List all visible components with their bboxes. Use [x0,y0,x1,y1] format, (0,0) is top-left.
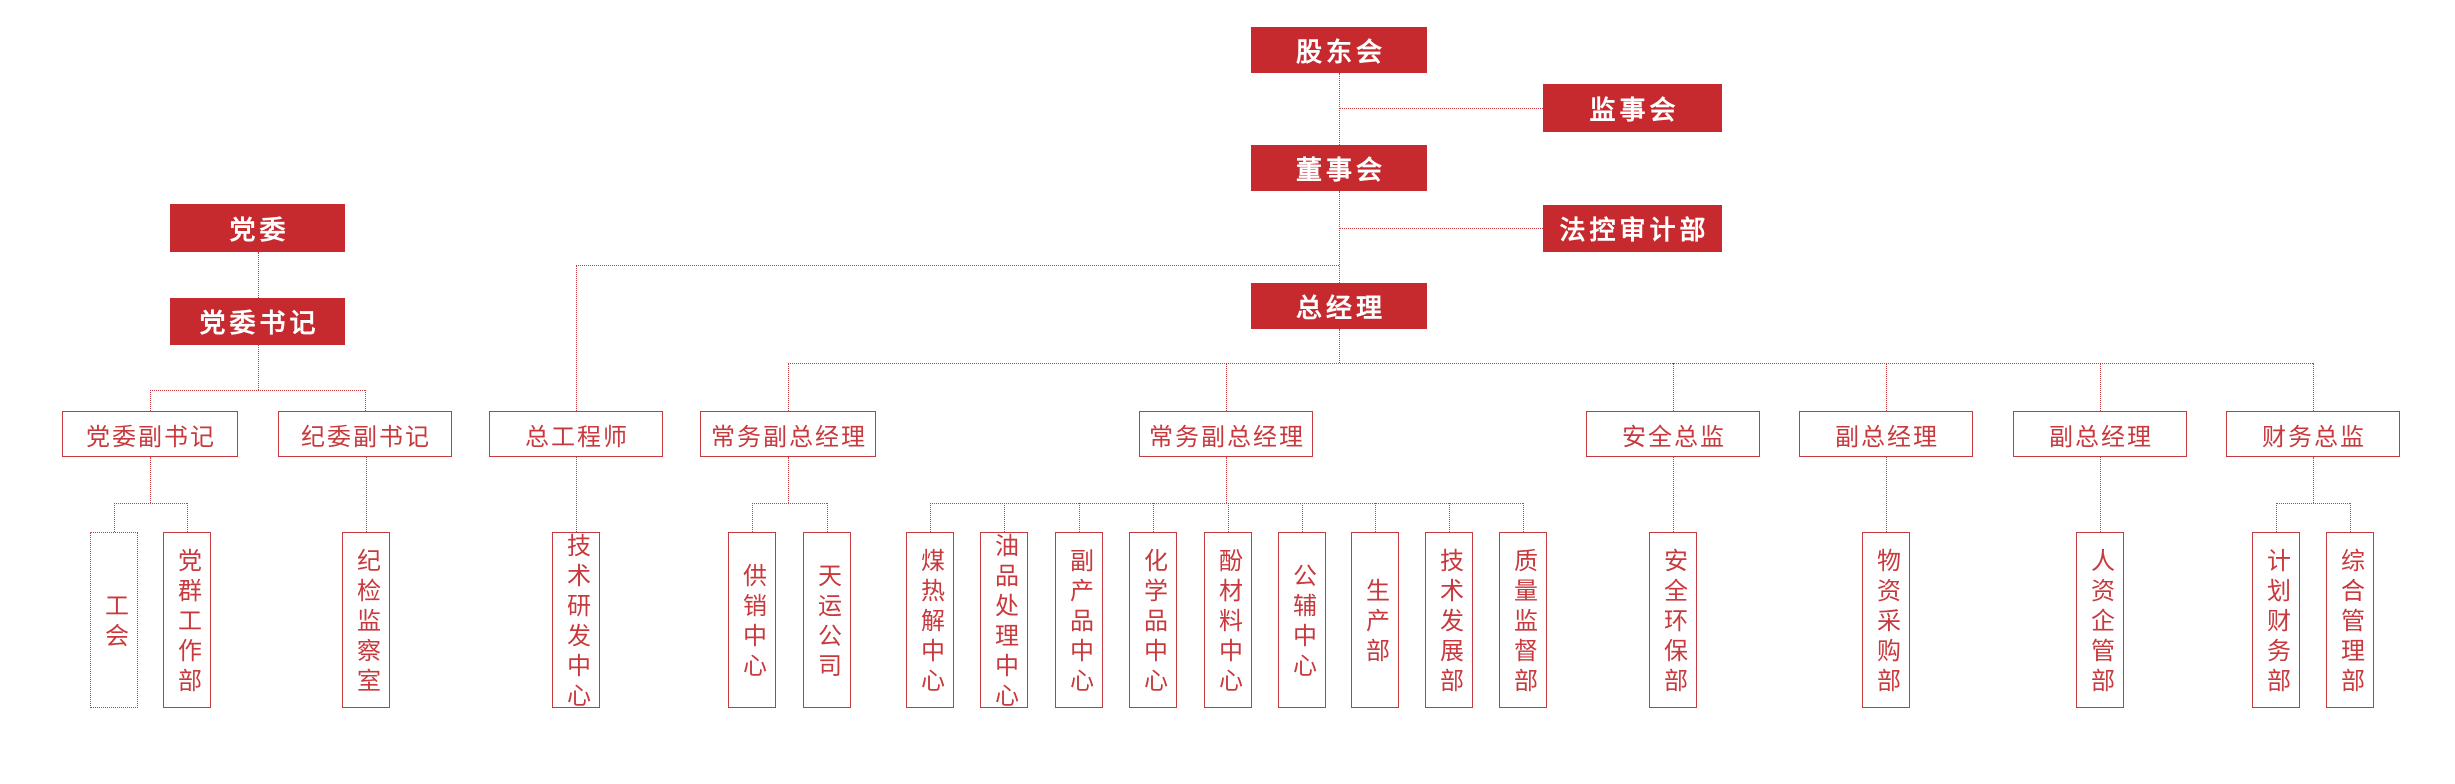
node-safety-director: 安全总监 [1586,411,1760,457]
connector-line [1886,363,1887,411]
node-deputy-gm-1: 副总经理 [1799,411,1973,457]
connector-line [2100,457,2101,532]
connector-line [114,503,115,532]
node-deputy-discipline-secretary: 纪委副书记 [278,411,452,457]
connector-line [1339,191,1340,283]
connector-line [2100,363,2101,411]
node-tech-rd-center: 技术研发中心 [552,532,600,713]
connector-line [576,265,577,411]
connector-line [930,503,1523,504]
connector-line [788,363,2313,364]
node-production-dept: 生产部 [1351,532,1399,708]
node-supply-sales-center: 供销中心 [728,532,776,708]
connector-line [827,503,828,532]
node-general-manager: 总经理 [1251,283,1427,329]
connector-line [930,503,931,532]
node-byproduct-center: 副产品中心 [1055,532,1103,708]
node-planning-finance-dept: 计划财务部 [2252,532,2300,708]
connector-line [1302,503,1303,532]
node-deputy-gm-2: 副总经理 [2013,411,2187,457]
connector-line [1339,228,1543,229]
connector-line [1004,503,1005,532]
connector-line [1153,503,1154,532]
connector-line [258,252,259,298]
node-legal-audit-dept: 法控审计部 [1543,205,1722,252]
connector-line [752,503,827,504]
connector-line [365,390,366,411]
node-phenol-materials-center: 酚材料中心 [1204,532,1252,708]
node-chief-engineer: 总工程师 [489,411,663,457]
node-board-of-directors: 董事会 [1251,145,1427,191]
connector-line [752,503,753,532]
node-utilities-center: 公辅中心 [1278,532,1326,708]
connector-line [2313,457,2314,503]
connector-line [150,457,151,503]
node-tech-development-dept: 技术发展部 [1425,532,1473,708]
node-quality-supervision-dept: 质量监督部 [1499,532,1547,708]
connector-line [2350,503,2351,532]
node-executive-deputy-gm-2: 常务副总经理 [1139,411,1313,457]
connector-line [576,265,1339,266]
node-tianyun-company: 天运公司 [803,532,851,708]
connector-line [1228,503,1229,532]
connector-line [1673,363,1674,411]
connector-line [2313,363,2314,411]
node-general-management-dept: 综合管理部 [2326,532,2374,708]
connector-line [150,390,151,411]
node-supervisory-board: 监事会 [1543,84,1722,132]
connector-line [258,345,259,390]
connector-line [187,503,188,532]
connector-line [1449,503,1450,532]
node-hr-enterprise-mgmt-dept: 人资企管部 [2076,532,2124,708]
node-shareholders-meeting: 股东会 [1251,27,1427,73]
connector-line [1226,457,1227,503]
node-materials-procurement-dept: 物资采购部 [1862,532,1910,708]
node-chemicals-center: 化学品中心 [1129,532,1177,708]
node-labor-union: 工会 [90,532,138,708]
connector-line [2276,503,2350,504]
node-discipline-inspection-office: 纪检监察室 [342,532,390,708]
connector-line [1079,503,1080,532]
connector-line [150,390,365,391]
connector-line [1339,108,1543,109]
connector-line [1523,503,1524,532]
node-finance-director: 财务总监 [2226,411,2400,457]
node-deputy-party-secretary: 党委副书记 [62,411,238,457]
node-oil-processing-center: 油品处理中心 [980,532,1028,713]
connector-line [1226,363,1227,411]
connector-line [1673,457,1674,532]
connector-line [2276,503,2277,532]
node-party-committee: 党委 [170,204,345,252]
node-safety-environment-dept: 安全环保部 [1649,532,1697,708]
connector-line [576,457,577,532]
node-party-secretary: 党委书记 [170,298,345,345]
connector-line [1339,329,1340,363]
connector-line [788,457,789,503]
connector-line [366,457,367,532]
connector-line [788,363,789,411]
node-executive-deputy-gm-1: 常务副总经理 [700,411,876,457]
node-party-mass-work-dept: 党群工作部 [163,532,211,708]
connector-line [1339,73,1340,145]
node-coal-pyrolysis-center: 煤热解中心 [906,532,954,708]
connector-line [1375,503,1376,532]
connector-line [1886,457,1887,532]
connector-line [114,503,187,504]
